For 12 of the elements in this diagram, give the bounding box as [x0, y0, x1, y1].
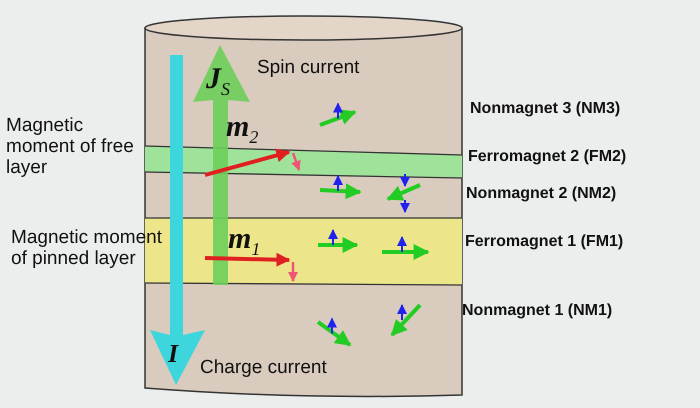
layer-label: Nonmagnet 3 (NM3): [470, 100, 620, 118]
layer-label: Ferromagnet 2 (FM2): [468, 148, 626, 166]
text-label: Spin current: [257, 57, 360, 79]
symbol-label: J$_{S}$: [206, 62, 230, 100]
layer-label: Nonmagnet 2 (NM2): [466, 185, 616, 203]
layer-label: Ferromagnet 1 (FM1): [465, 233, 624, 251]
symbol-label: I: [168, 339, 178, 369]
symbol-label: m$_{2}$: [226, 110, 258, 148]
layer-label: Nonmagnet 1 (NM1): [462, 302, 612, 320]
text-label: Magnetic moment of free layer: [6, 116, 135, 179]
symbol-label: m$_{1}$: [228, 222, 260, 260]
text-label: Charge current: [200, 357, 327, 379]
